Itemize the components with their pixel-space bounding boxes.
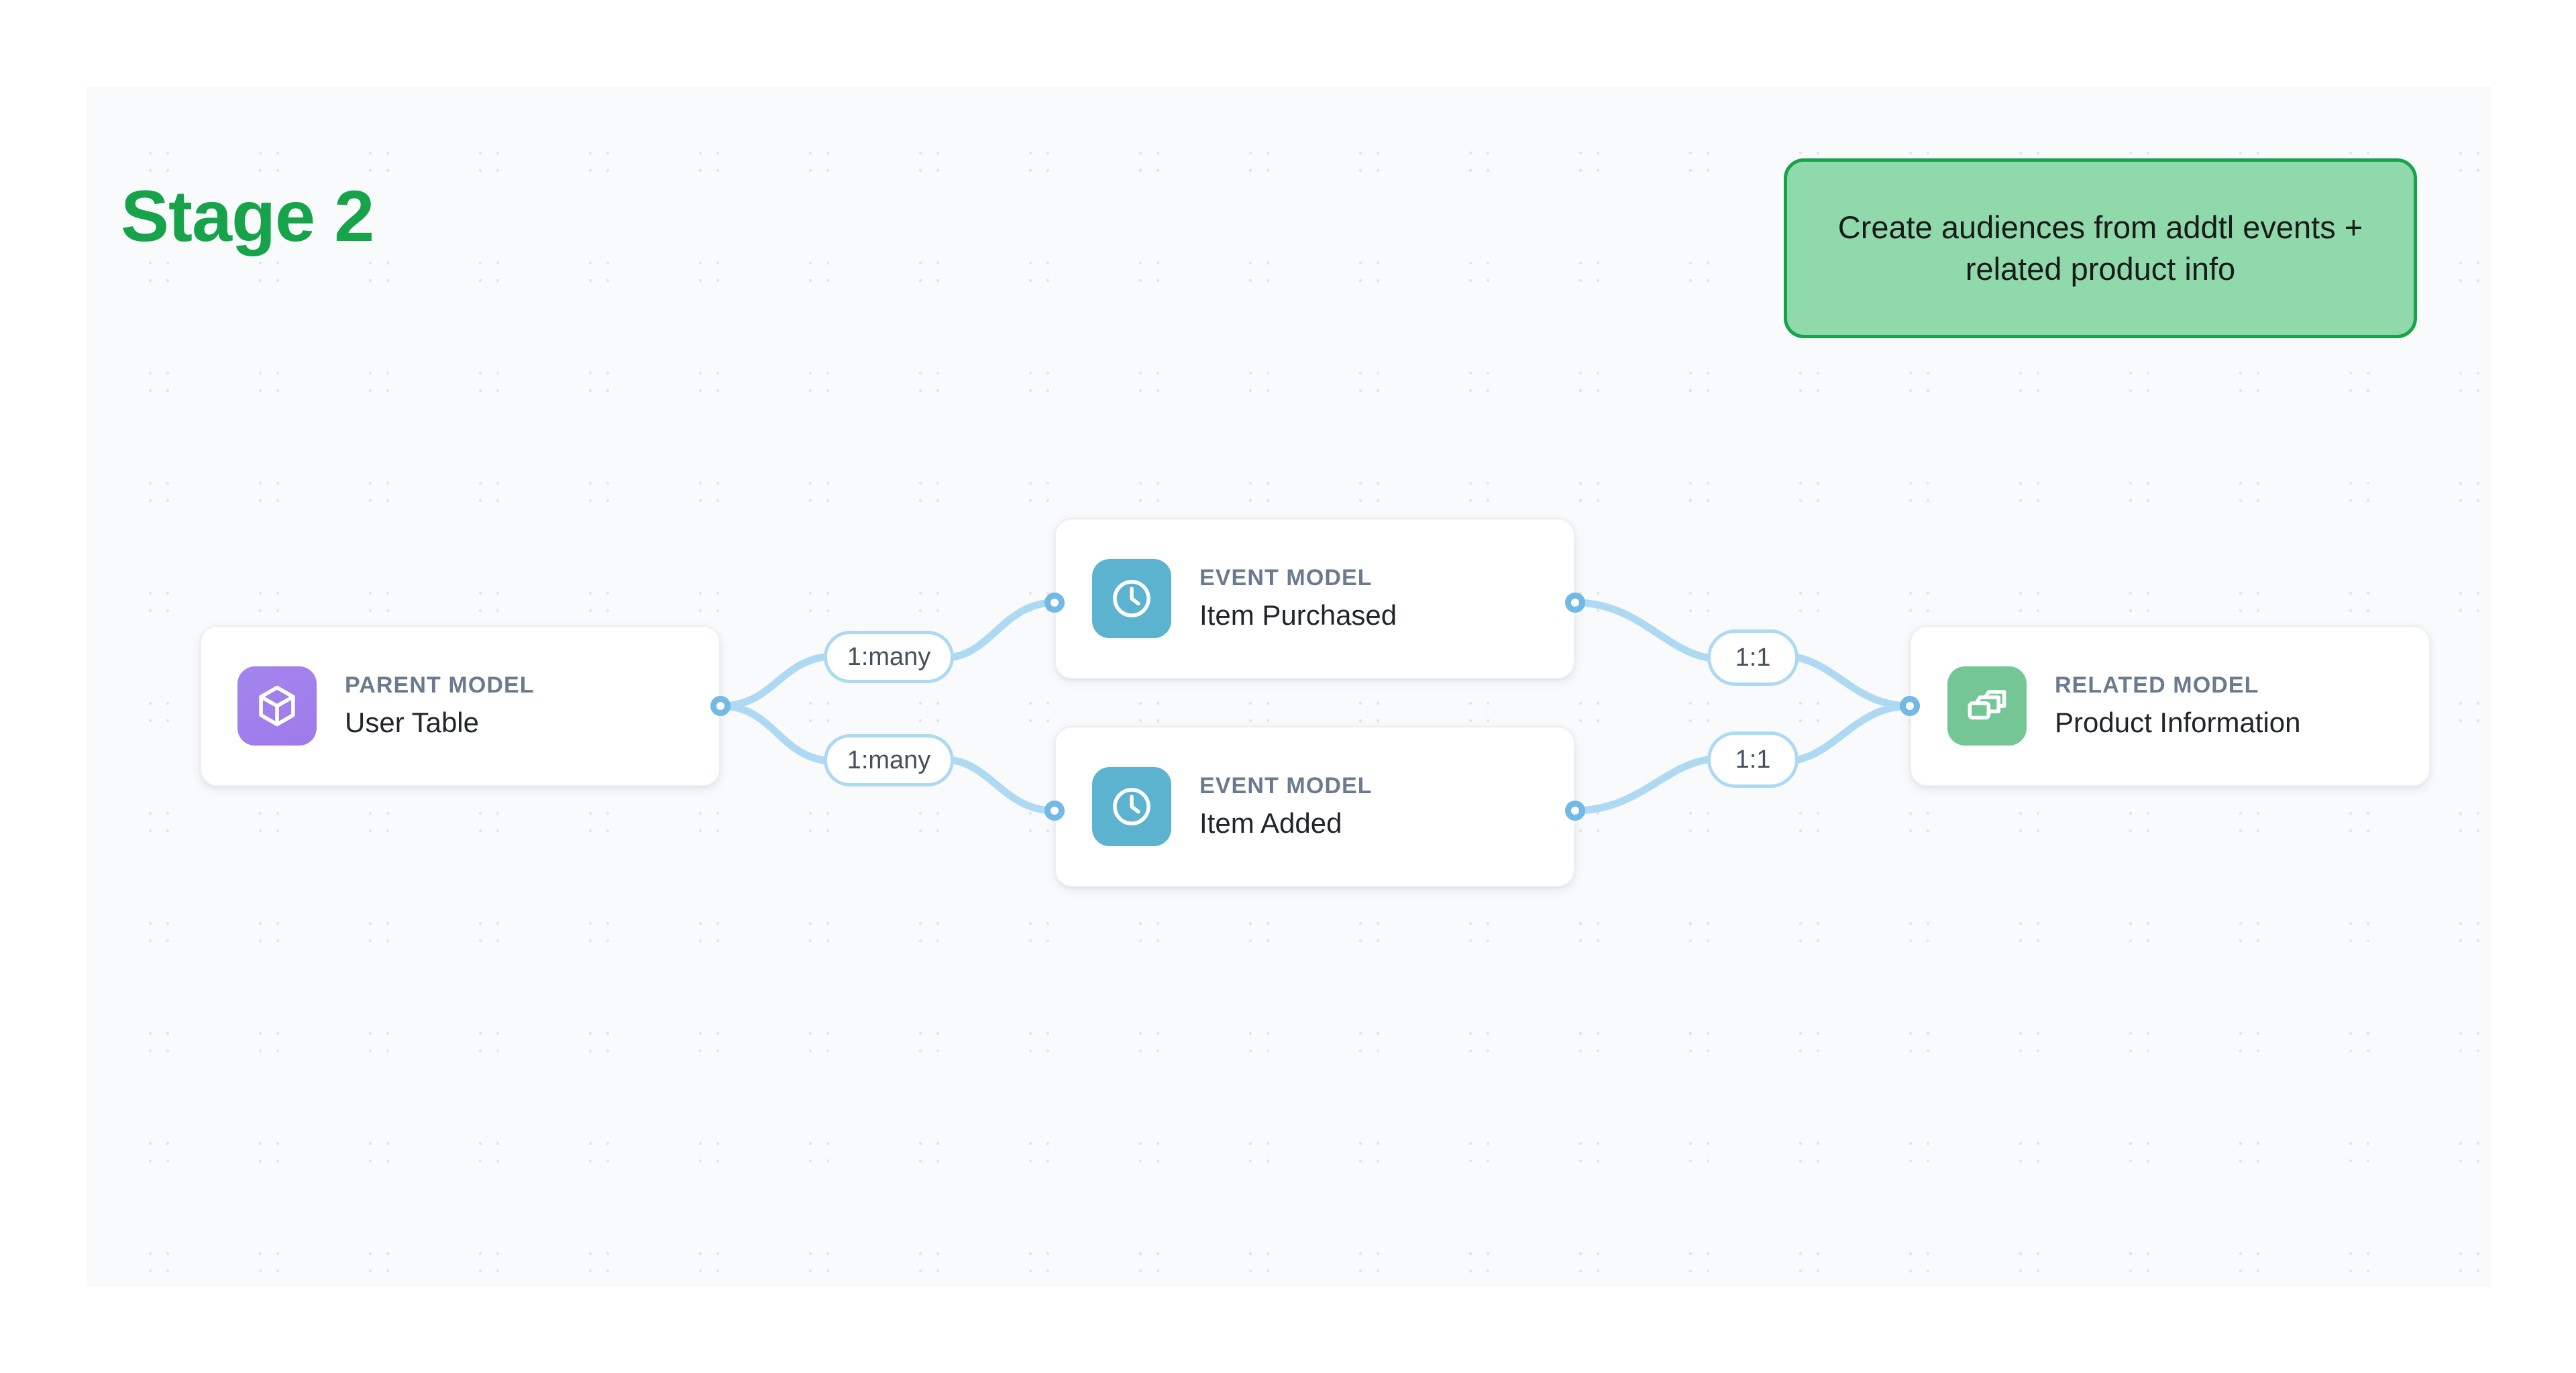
clock-icon — [1092, 559, 1171, 638]
node-related-model[interactable]: RELATED MODEL Product Information — [1910, 625, 2430, 786]
node-name-label: Item Purchased — [1199, 599, 1397, 631]
node-event-model-item-added-text: EVENT MODEL Item Added — [1199, 773, 1373, 840]
edge-label-parent-to-item-purchased[interactable]: 1:many — [824, 631, 954, 683]
node-event-model-item-added[interactable]: EVENT MODEL Item Added — [1055, 726, 1575, 887]
layers-icon — [1947, 666, 2027, 746]
connector-handle-related-input[interactable] — [1900, 696, 1920, 716]
node-name-label: Product Information — [2055, 707, 2301, 739]
page-title: Stage 2 — [121, 175, 374, 256]
connector-handle-item-added-output[interactable] — [1565, 801, 1585, 821]
node-name-label: User Table — [345, 707, 479, 739]
cube-icon — [237, 666, 317, 746]
node-name-label: Item Added — [1199, 807, 1342, 840]
edge-label-item-purchased-to-related[interactable]: 1:1 — [1707, 629, 1799, 686]
clock-icon — [1092, 767, 1171, 846]
connector-handle-item-added-input[interactable] — [1044, 801, 1065, 821]
connector-handle-item-purchased-output[interactable] — [1565, 593, 1585, 613]
node-kind-label: PARENT MODEL — [345, 672, 535, 699]
node-event-model-item-purchased[interactable]: EVENT MODEL Item Purchased — [1055, 518, 1575, 679]
edge-label-item-added-to-related[interactable]: 1:1 — [1707, 731, 1799, 788]
node-event-model-item-purchased-text: EVENT MODEL Item Purchased — [1199, 565, 1397, 631]
node-kind-label: EVENT MODEL — [1199, 773, 1373, 799]
edge-label-parent-to-item-added[interactable]: 1:many — [824, 734, 954, 786]
node-kind-label: RELATED MODEL — [2055, 672, 2259, 699]
callout-note: Create audiences from addtl events + rel… — [1784, 158, 2417, 338]
connector-handle-item-purchased-input[interactable] — [1044, 593, 1065, 613]
connector-handle-parent-output[interactable] — [710, 696, 731, 716]
node-related-model-text: RELATED MODEL Product Information — [2055, 672, 2301, 739]
node-parent-model-text: PARENT MODEL User Table — [345, 672, 535, 739]
node-kind-label: EVENT MODEL — [1199, 565, 1373, 591]
callout-note-text: Create audiences from addtl events + rel… — [1837, 209, 2363, 287]
node-parent-model[interactable]: PARENT MODEL User Table — [200, 625, 720, 786]
